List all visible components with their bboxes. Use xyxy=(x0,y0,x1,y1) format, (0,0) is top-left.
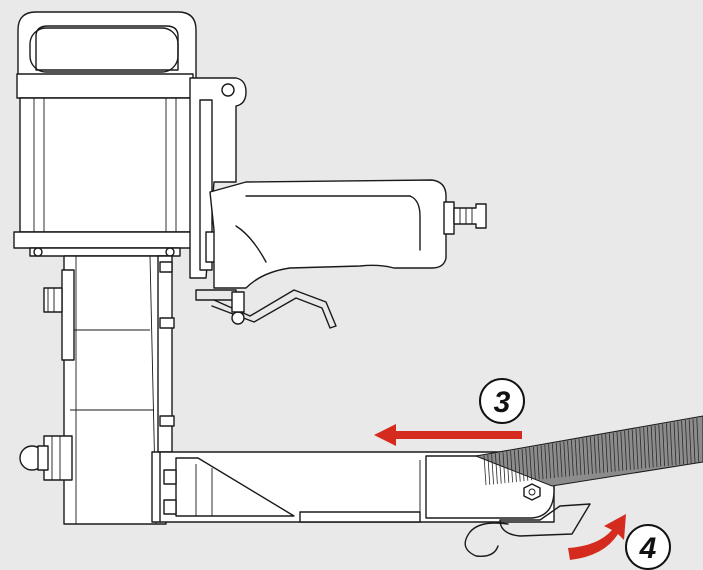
staple-line xyxy=(510,450,513,483)
staple-line xyxy=(582,438,586,475)
staple-line xyxy=(662,424,665,467)
staple-line xyxy=(517,449,521,482)
staple-line xyxy=(578,438,582,476)
staple-line xyxy=(548,444,551,479)
staple-line xyxy=(502,452,506,484)
staple-line xyxy=(495,453,498,484)
staple-line xyxy=(650,426,654,468)
step-3-arrow xyxy=(374,424,522,446)
staple-line xyxy=(586,437,589,475)
staple-line xyxy=(647,426,650,468)
staple-line xyxy=(498,452,502,484)
staple-line xyxy=(491,454,494,485)
release-clip xyxy=(464,503,591,557)
staple-line xyxy=(696,418,700,463)
staple-line xyxy=(540,445,544,480)
magazine-base xyxy=(151,451,555,523)
staple-line xyxy=(567,440,570,477)
staple-line xyxy=(639,428,643,469)
frame-column xyxy=(43,255,175,525)
cylinder-body xyxy=(13,73,195,257)
staple-line xyxy=(483,455,487,486)
staple-line xyxy=(692,418,696,464)
staple-line xyxy=(628,430,631,470)
staple-line xyxy=(688,419,692,464)
staple-line xyxy=(658,424,662,467)
staple-line xyxy=(529,447,532,481)
staple-line xyxy=(673,422,677,466)
staple-line xyxy=(525,448,529,481)
staple-line xyxy=(555,442,559,478)
staple-line xyxy=(631,429,635,470)
staple-line xyxy=(635,428,639,470)
staple-line xyxy=(666,423,669,466)
staple-line xyxy=(609,433,612,472)
staple-line xyxy=(616,432,620,472)
staple-line xyxy=(574,439,578,476)
staple-line xyxy=(593,436,597,474)
step-4-arrow xyxy=(568,514,626,560)
top-handle xyxy=(17,11,197,83)
step-3-badge: 3 xyxy=(479,378,525,424)
staple-line xyxy=(685,420,688,464)
staple-line xyxy=(533,446,536,480)
step-4-label: 4 xyxy=(639,532,657,565)
staple-line xyxy=(654,425,658,468)
valve-block xyxy=(189,77,247,279)
staple-line xyxy=(681,420,684,465)
staple-line xyxy=(597,435,601,474)
staple-line xyxy=(669,422,673,466)
staple-line xyxy=(559,442,563,478)
staple-line xyxy=(590,436,593,474)
staple-line xyxy=(643,427,646,469)
step-3-label: 3 xyxy=(494,386,511,419)
staple-line xyxy=(536,446,540,480)
staple-line xyxy=(552,443,555,478)
staple-line xyxy=(521,448,525,482)
staple-line xyxy=(506,451,510,483)
staple-line xyxy=(601,434,605,473)
staple-line xyxy=(563,441,567,477)
grip xyxy=(209,179,487,289)
staple-line xyxy=(624,430,627,471)
staple-line xyxy=(544,444,548,479)
staple-line xyxy=(605,434,608,473)
staple-line xyxy=(620,431,624,471)
front-nose xyxy=(19,435,73,481)
staple-line xyxy=(677,421,681,465)
trigger-lever xyxy=(195,289,337,329)
staple-line xyxy=(571,440,574,476)
staple-line xyxy=(612,432,616,472)
staple-line xyxy=(487,454,491,485)
step-4-badge: 4 xyxy=(625,524,671,570)
staple-line xyxy=(514,450,517,482)
staple-strip xyxy=(474,415,703,487)
